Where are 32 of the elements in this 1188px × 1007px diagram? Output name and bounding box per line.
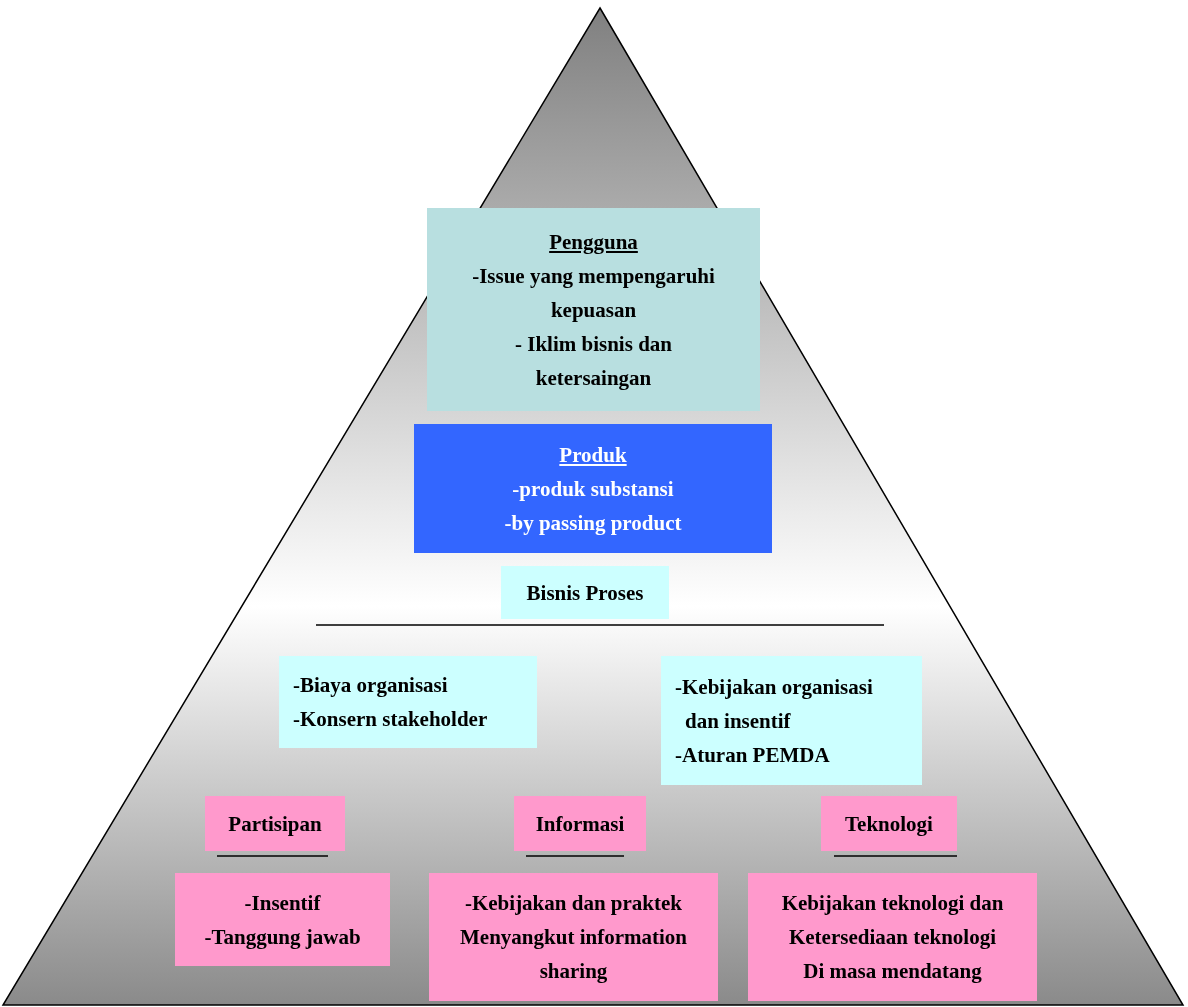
- text-card: [175, 873, 390, 966]
- card-text: -Biaya organisasi: [293, 672, 449, 699]
- text-card: [661, 656, 922, 785]
- card-text: Ketersediaan teknologi: [787, 924, 998, 951]
- card-text: Teknologi: [844, 810, 934, 838]
- card-text: -Aturan PEMDA: [675, 741, 831, 769]
- card-heading: Produk: [558, 441, 628, 469]
- card-text: Di masa mendatang: [802, 958, 983, 985]
- card-text: - Iklim bisnis dan ketersaingan: [514, 330, 673, 392]
- card-text: Menyangkut information sharing: [459, 924, 688, 985]
- text-card: [429, 873, 718, 1001]
- card-text: -Tanggung jawab: [203, 923, 362, 951]
- text-card: [501, 566, 669, 619]
- text-card: [514, 796, 646, 851]
- text-card: [279, 656, 537, 748]
- card-text: Kebijakan teknologi dan: [780, 890, 1005, 917]
- card-text: -Kebijakan dan praktek: [463, 890, 683, 917]
- card-text: -Insentif: [243, 889, 322, 917]
- card-heading: Pengguna: [548, 228, 639, 256]
- card-text: -Kebijakan organisasi dan insentif: [675, 673, 874, 735]
- card-text: -produk substansi: [511, 475, 675, 503]
- card-text: -Konsern stakeholder: [293, 706, 489, 733]
- card-text: -by passing product: [503, 509, 683, 537]
- text-card: [414, 424, 772, 553]
- text-card: [748, 873, 1037, 1001]
- card-text: -Issue yang mempengaruhi kepuasan: [471, 262, 716, 324]
- text-card: [427, 208, 760, 411]
- text-card: [205, 796, 345, 851]
- card-text: Partisipan: [227, 810, 323, 838]
- card-text: Bisnis Proses: [525, 579, 645, 607]
- text-card: [821, 796, 957, 851]
- card-text: Informasi: [534, 810, 626, 838]
